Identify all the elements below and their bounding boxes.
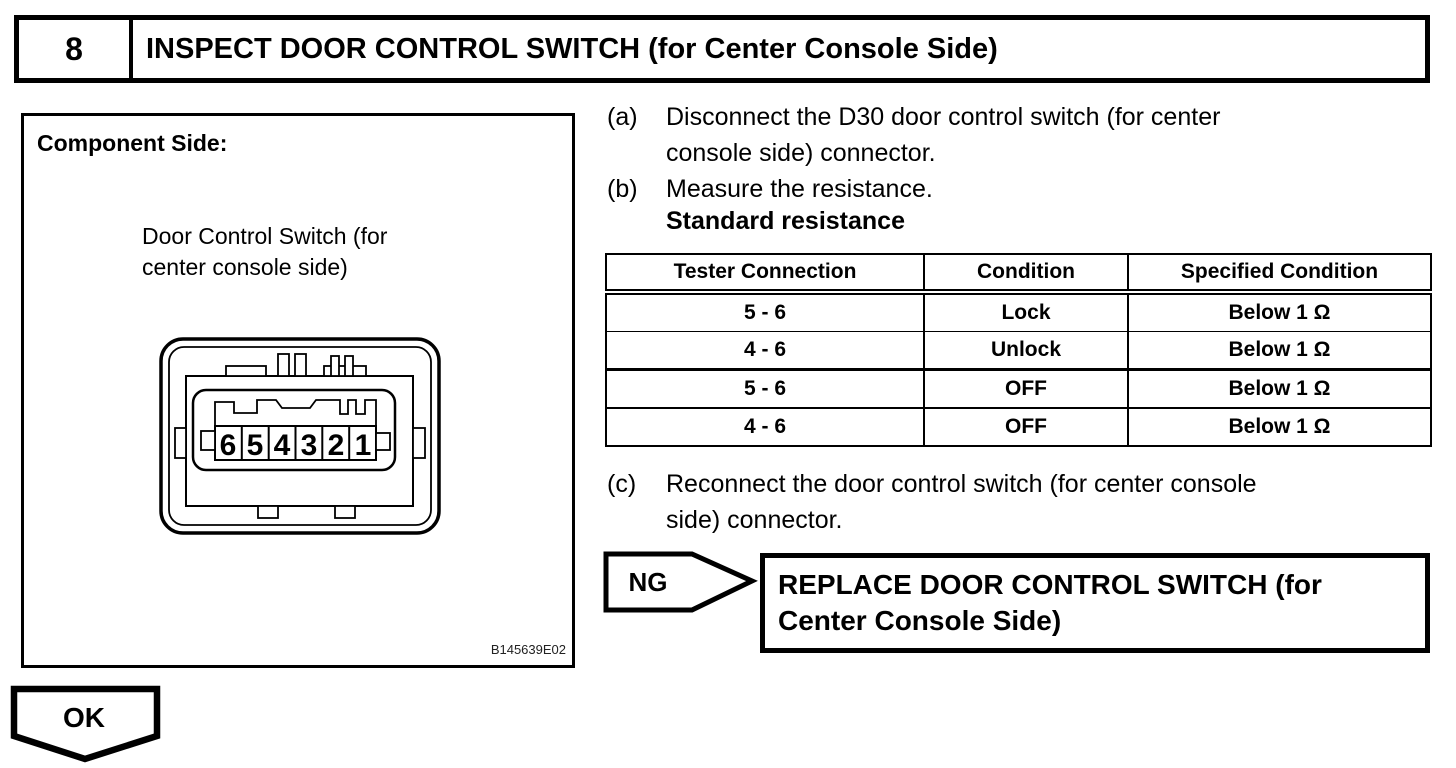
step-a-label: (a) <box>607 103 638 131</box>
table-cell: OFF <box>923 369 1129 409</box>
step-a-line1: Disconnect the D30 door control switch (… <box>666 103 1221 131</box>
table-cell: Below 1 Ω <box>1127 369 1432 409</box>
step-b: (b) Measure the resistance. <box>607 171 933 207</box>
table-row: 4 - 6 OFF Below 1 Ω <box>605 408 1432 446</box>
step-b-text: Measure the resistance. <box>666 171 933 207</box>
table-cell: Below 1 Ω <box>1127 408 1432 446</box>
col-header-condition: Condition <box>923 254 1129 295</box>
step-title: INSPECT DOOR CONTROL SWITCH (for Center … <box>146 32 998 65</box>
ng-arrow: NG <box>603 551 758 613</box>
step-b-label: (b) <box>607 175 638 203</box>
pin-number-5: 5 <box>247 429 264 462</box>
table-cell: OFF <box>923 408 1129 446</box>
table-cell: Below 1 Ω <box>1127 331 1432 371</box>
table-header-row: Tester Connection Condition Specified Co… <box>605 254 1432 295</box>
step-c-line2: side) connector. <box>666 506 843 534</box>
resistance-spec-table: Tester Connection Condition Specified Co… <box>605 253 1432 447</box>
connector-diagram-icon: 6 5 4 3 2 1 <box>159 337 441 535</box>
pin-number-3: 3 <box>301 429 318 462</box>
table-cell: 5 - 6 <box>605 369 925 409</box>
pin-number-6: 6 <box>220 429 237 462</box>
replace-action-box: REPLACE DOOR CONTROL SWITCH (for Center … <box>760 553 1430 653</box>
table-cell: 4 - 6 <box>605 331 925 371</box>
step-a-line2: console side) connector. <box>666 139 936 167</box>
step-c-text: Reconnect the door control switch (for c… <box>666 466 1257 538</box>
part-label-line1: Door Control Switch (for <box>142 223 388 249</box>
step-c-label: (c) <box>607 470 637 498</box>
step-c: (c) Reconnect the door control switch (f… <box>607 466 1257 538</box>
part-label-line2: center console side) <box>142 254 348 280</box>
table-cell: Unlock <box>923 331 1129 371</box>
replace-action-line2: Center Console Side) <box>778 605 1062 636</box>
step-header-bar: 8 INSPECT DOOR CONTROL SWITCH (for Cente… <box>14 15 1430 83</box>
table-row: 5 - 6 Lock Below 1 Ω <box>605 292 1432 332</box>
figure-id: B145639E02 <box>490 642 566 657</box>
col-header-tester-connection: Tester Connection <box>605 254 925 295</box>
ok-label: OK <box>63 702 105 733</box>
ok-arrow: OK <box>10 685 161 763</box>
col-header-specified-condition: Specified Condition <box>1127 254 1432 295</box>
table-row: 5 - 6 OFF Below 1 Ω <box>605 369 1432 409</box>
step-b-line1: Measure the resistance. <box>666 175 933 203</box>
table-cell: Below 1 Ω <box>1127 292 1432 332</box>
pin-number-2: 2 <box>328 429 345 462</box>
table-row: 4 - 6 Unlock Below 1 Ω <box>605 331 1432 371</box>
standard-resistance-heading: Standard resistance <box>666 207 905 235</box>
pin-number-4: 4 <box>274 429 291 462</box>
component-panel: Component Side: Door Control Switch (for… <box>21 113 575 668</box>
step-c-line1: Reconnect the door control switch (for c… <box>666 470 1257 498</box>
part-label: Door Control Switch (for center console … <box>142 221 387 283</box>
ng-label: NG <box>629 567 668 597</box>
table-cell: 4 - 6 <box>605 408 925 446</box>
pin-number-1: 1 <box>355 429 372 462</box>
step-number: 8 <box>19 20 133 78</box>
table-cell: 5 - 6 <box>605 292 925 332</box>
component-side-heading: Component Side: <box>37 130 228 156</box>
replace-action-line1: REPLACE DOOR CONTROL SWITCH (for <box>778 569 1322 600</box>
step-a: (a) Disconnect the D30 door control swit… <box>607 99 1220 171</box>
step-a-text: Disconnect the D30 door control switch (… <box>666 99 1220 171</box>
table-cell: Lock <box>923 292 1129 332</box>
